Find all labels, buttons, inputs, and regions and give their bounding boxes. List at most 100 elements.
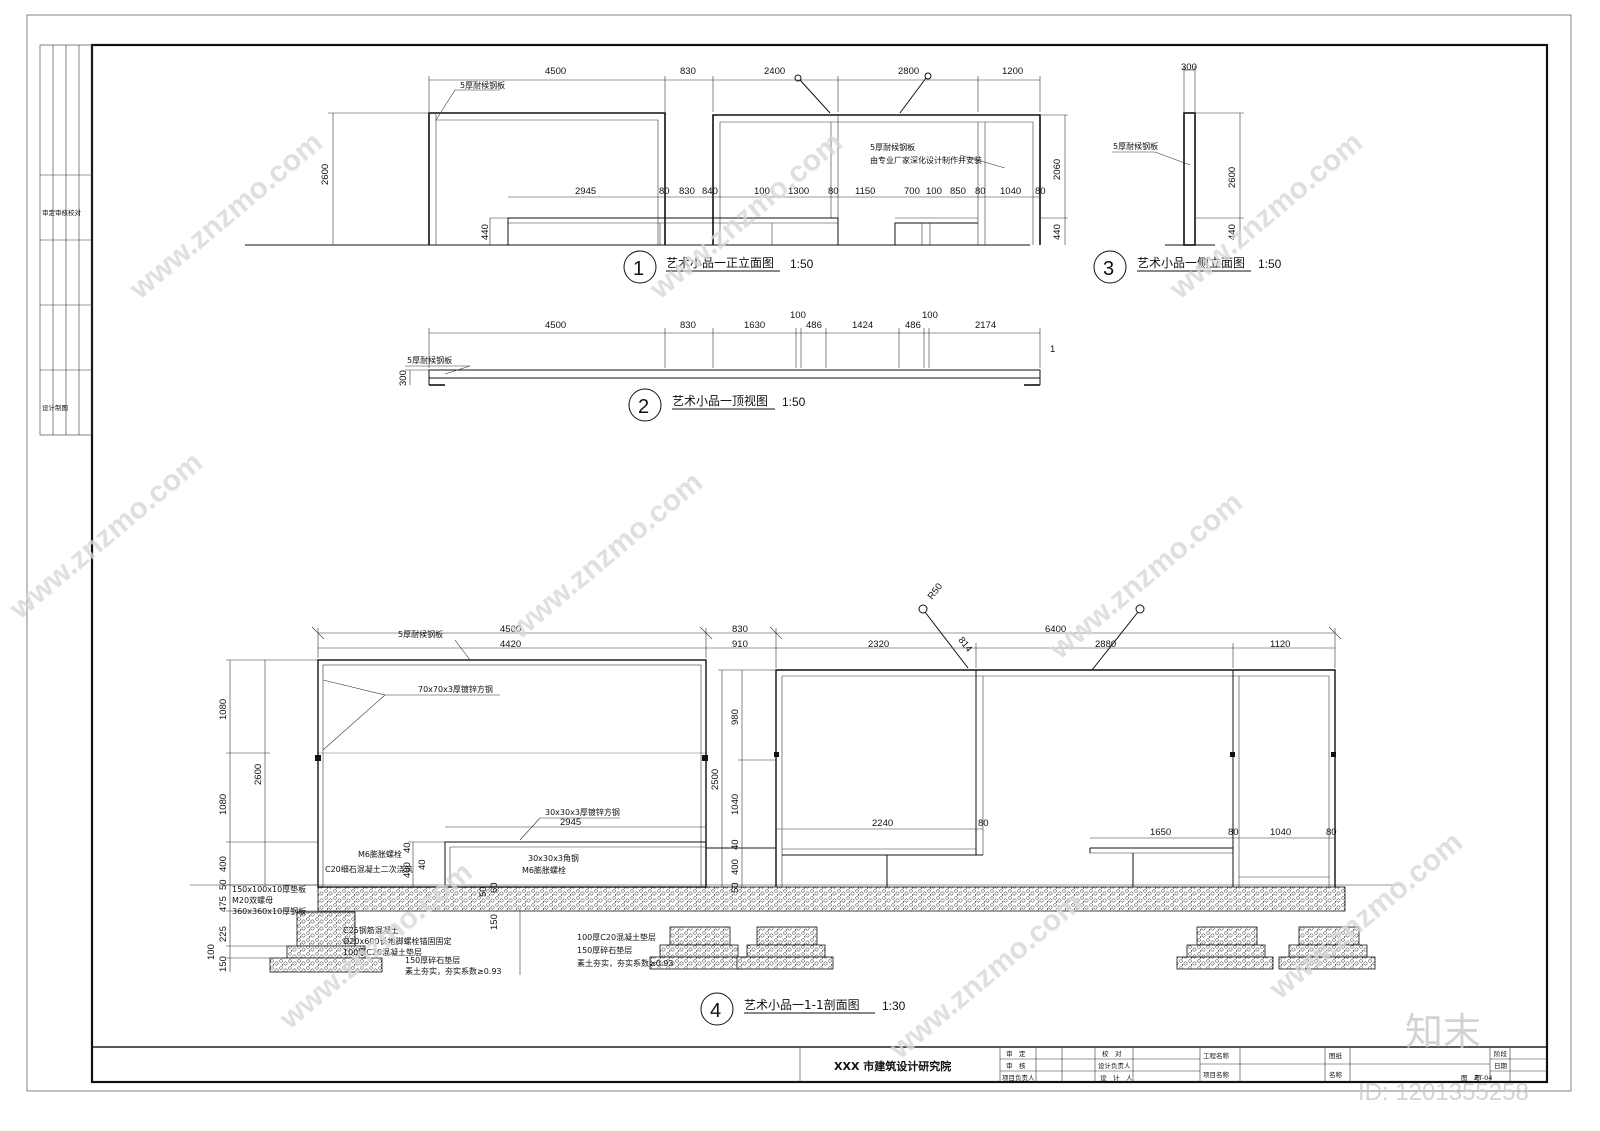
dim-label: 40 bbox=[730, 839, 741, 850]
dim-label: 4500 bbox=[500, 624, 521, 635]
dim-label: 80 bbox=[828, 186, 839, 197]
note-label: M6膨胀螺栓 bbox=[522, 865, 566, 875]
dim-label: 100 bbox=[922, 310, 938, 321]
view-scale: 1:50 bbox=[782, 395, 806, 409]
dim-label: 486 bbox=[905, 320, 921, 331]
dim-label: 486 bbox=[806, 320, 822, 331]
note-label: C25钢筋混凝土 bbox=[343, 925, 399, 935]
dim-label: 100 bbox=[754, 186, 770, 197]
note-label: 5厚耐候钢板 bbox=[398, 629, 443, 639]
view-title: 艺术小品一1-1剖面图 bbox=[744, 998, 860, 1012]
strip-label: 制图 bbox=[55, 403, 68, 412]
note-label: 由专业厂家深化设计制作并安装 bbox=[870, 155, 982, 165]
dim-label: 1040 bbox=[1270, 827, 1291, 838]
dim-label: 2945 bbox=[575, 186, 596, 197]
title-block: XXX 市建筑设计研究院 审 定 审 核 项目负责人 校 对 设计负责人 设 计… bbox=[91, 1046, 1548, 1083]
dim-label: 1120 bbox=[1270, 639, 1290, 650]
tb-label: 校 对 bbox=[1102, 1049, 1122, 1058]
view-number: 3 bbox=[1103, 258, 1114, 280]
dim-label: 4500 bbox=[545, 320, 566, 331]
view-number: 1 bbox=[633, 258, 644, 280]
outer-frame bbox=[26, 14, 1572, 1092]
note-label: 150x100x10厚垫板 bbox=[232, 884, 306, 894]
note-label: 150厚碎石垫层 bbox=[405, 955, 460, 965]
tb-label: 审 定 bbox=[1006, 1049, 1026, 1058]
dim-label: 6400 bbox=[1045, 624, 1066, 635]
dim-label: 60 bbox=[489, 882, 500, 893]
tb-label: 日期 bbox=[1494, 1062, 1508, 1070]
dim-label: 850 bbox=[950, 186, 966, 197]
dim-label: 830 bbox=[680, 320, 696, 331]
dim-label: 80 bbox=[1228, 827, 1239, 838]
view-title: 艺术小品一顶视图 bbox=[672, 393, 768, 408]
dim-label: 2320 bbox=[868, 639, 889, 650]
note-label: M6膨胀螺栓 bbox=[358, 849, 402, 859]
dim-label: 2500 bbox=[710, 769, 721, 790]
strip-label: 审核 bbox=[55, 208, 69, 217]
dim-label: 50 bbox=[730, 882, 741, 893]
dim-label: 150 bbox=[489, 914, 500, 930]
tb-label: 项目负责人 bbox=[1002, 1073, 1035, 1082]
dim-label: 40 bbox=[402, 842, 413, 853]
note-label: 30x30x3厚镀锌方钢 bbox=[545, 807, 620, 817]
note-label: 5厚耐候钢板 bbox=[870, 142, 915, 152]
note-label: 150厚碎石垫层 bbox=[577, 945, 632, 955]
dim-label: 1080 bbox=[218, 699, 229, 720]
note-label: 5厚耐候钢板 bbox=[460, 80, 505, 90]
dim-label: 2600 bbox=[320, 164, 331, 185]
dim-label: 830 bbox=[679, 186, 695, 197]
dim-label: 80 bbox=[978, 818, 989, 829]
watermark-text: www.znzmo.com bbox=[883, 885, 1089, 1066]
note-label: 70x70x3厚镀锌方钢 bbox=[418, 684, 493, 694]
note-label: 30x30x3角钢 bbox=[528, 853, 579, 863]
dim-label: 80 bbox=[659, 186, 670, 197]
dim-label: 100 bbox=[790, 310, 806, 321]
watermark-text: www.znzmo.com bbox=[1163, 125, 1369, 306]
dim-label: 1040 bbox=[730, 794, 741, 815]
dim-label: 475 bbox=[218, 896, 229, 912]
dim-label: 1200 bbox=[1002, 66, 1023, 77]
cut-mark: 1 bbox=[1050, 344, 1055, 355]
note-label: 素土夯实，夯实系数≥0.93 bbox=[405, 966, 502, 976]
dim-label: 4500 bbox=[545, 66, 566, 77]
note-label: 100厚C20混凝土垫层 bbox=[577, 932, 656, 942]
front-elevation: 4500 830 2400 2800 1200 2945 80 830 840 … bbox=[245, 66, 1068, 284]
tb-label: 图 号 bbox=[1461, 1074, 1481, 1082]
dim-label: 1630 bbox=[744, 320, 765, 331]
dim-label: 830 bbox=[732, 624, 748, 635]
dim-label: 2400 bbox=[764, 66, 785, 77]
dim-label: 440 bbox=[1052, 224, 1063, 240]
watermark-text: www.znzmo.com bbox=[1263, 825, 1469, 1006]
side-elevation: 300 2600 440 5厚耐候钢板 3 艺术小品一侧立面图 1:50 bbox=[1093, 62, 1282, 284]
tb-label: 名称 bbox=[1329, 1070, 1343, 1079]
watermark-id: ID: 1201355258 bbox=[1358, 1079, 1529, 1106]
note-label: Ø20x600长地脚螺栓锚固固定 bbox=[343, 936, 451, 946]
dim-label: 1080 bbox=[218, 794, 229, 815]
dim-label: 2945 bbox=[560, 817, 581, 828]
dim-label: 225 bbox=[218, 926, 229, 942]
dim-label: 440 bbox=[480, 224, 491, 240]
dim-label: 980 bbox=[730, 709, 741, 725]
dim-label: 2060 bbox=[1052, 159, 1063, 180]
dim-label: R50 bbox=[926, 581, 945, 602]
dim-label: 700 bbox=[904, 186, 920, 197]
strip-label: 设计 bbox=[42, 403, 56, 412]
dim-label: 440 bbox=[1227, 224, 1238, 240]
dim-label: 2880 bbox=[1095, 639, 1116, 650]
dim-label: 50 bbox=[218, 879, 229, 890]
dim-label: 100 bbox=[206, 944, 217, 960]
watermark-text: www.znzmo.com bbox=[3, 445, 209, 626]
strip-label: 校对 bbox=[68, 208, 82, 217]
watermark-text: www.znzmo.com bbox=[123, 125, 329, 306]
institute-name: XXX 市建筑设计研究院 bbox=[834, 1059, 951, 1073]
dim-label: 2800 bbox=[898, 66, 919, 77]
dim-label: 1650 bbox=[1150, 827, 1171, 838]
dim-label: 4420 bbox=[500, 639, 521, 650]
tb-label: 阶段 bbox=[1494, 1049, 1508, 1058]
tb-label: 工程名称 bbox=[1203, 1051, 1230, 1060]
note-label: 100厚C20混凝土垫层 bbox=[343, 947, 422, 957]
dim-label: 150 bbox=[218, 956, 229, 972]
dim-label: 400 bbox=[402, 862, 413, 878]
note-label: 5厚耐候钢板 bbox=[407, 355, 452, 365]
